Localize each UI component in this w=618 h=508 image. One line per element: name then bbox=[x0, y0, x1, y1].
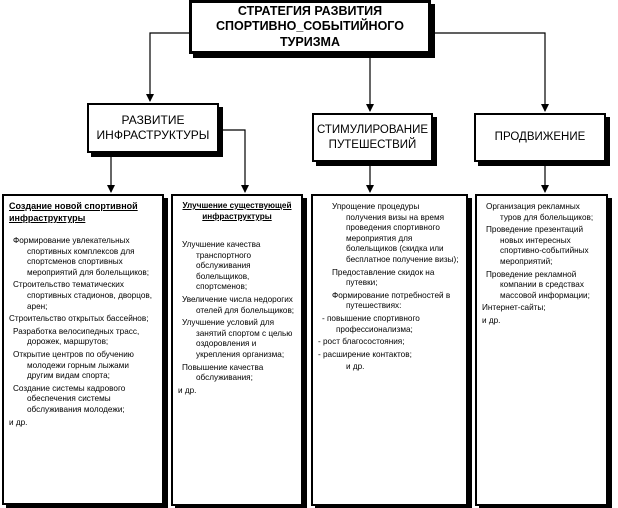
list-item: Организация рекламных туров для болельщи… bbox=[486, 202, 594, 222]
list-item: Открытие центров по обучению молодежи го… bbox=[13, 349, 134, 381]
arrow-top-to-prom bbox=[431, 32, 549, 112]
branch-promotion: ПРОДВИЖЕНИЕ bbox=[474, 113, 606, 162]
list-item: Создание системы кадрового обеспечения с… bbox=[13, 383, 126, 414]
list-item: - повышение спортивного профессионализма… bbox=[322, 313, 420, 334]
list-item: Формирование увлекательных спортивных ко… bbox=[13, 236, 150, 277]
branch-infrastructure: РАЗВИТИЕ ИНФРАСТРУКТУРЫ bbox=[87, 103, 219, 153]
list-item: Интернет-сайты; bbox=[482, 303, 546, 313]
list-item: - рост благосостояния; bbox=[318, 337, 405, 347]
branch-stimulation: СТИМУЛИРОВАНИЕ ПУТЕШЕСТВИЙ bbox=[312, 113, 433, 162]
list-item: Разработка велосипедных трасс, дорожек, … bbox=[13, 326, 140, 347]
stimulation-measures-box: Упрощение процедуры получения визы на вр… bbox=[311, 194, 468, 506]
list-item: Упрощение процедуры получения визы на вр… bbox=[332, 202, 459, 264]
list-item: Улучшение качества транспортного обслужи… bbox=[182, 240, 261, 292]
branch-infrastructure-line2: ИНФРАСТРУКТУРЫ bbox=[96, 128, 210, 142]
arrow-infra-to-improve bbox=[219, 129, 249, 193]
list-item: и др. bbox=[346, 362, 365, 372]
list-item: Повышение качества обслуживания; bbox=[182, 362, 264, 383]
list-item: Предоставление скидок на путевки; bbox=[332, 267, 435, 288]
new-infrastructure-title: Создание новой спортивной инфраструктуры bbox=[9, 201, 138, 223]
strategy-title-line2: СПОРТИВНО_СОБЫТИЙНОГО ТУРИЗМА bbox=[216, 19, 404, 49]
arrow-top-to-infra bbox=[146, 32, 189, 102]
list-item: Проведение презентаций новых интересных … bbox=[486, 225, 589, 266]
list-item: Строительство тематических спортивных ст… bbox=[13, 280, 153, 311]
list-item: Проведение рекламной компании в средства… bbox=[486, 269, 590, 300]
strategy-title-line1: СТРАТЕГИЯ РАЗВИТИЯ bbox=[237, 3, 383, 18]
branch-stimulation-line2: ПУТЕШЕСТВИЙ bbox=[328, 138, 417, 151]
list-item: Увеличение числа недорогих отелей для бо… bbox=[182, 294, 295, 315]
list-item: и др. bbox=[482, 315, 501, 325]
list-item: Строительство открытых бассейнов; bbox=[9, 314, 149, 324]
list-item: и др. bbox=[9, 417, 28, 427]
new-infrastructure-box: Создание новой спортивной инфраструктуры… bbox=[2, 194, 164, 505]
improve-infrastructure-title: Улучшение существующей инфраструктуры bbox=[182, 201, 292, 221]
strategy-title-box: СТРАТЕГИЯ РАЗВИТИЯ СПОРТИВНО_СОБЫТИЙНОГО… bbox=[189, 0, 431, 54]
list-item: и др. bbox=[178, 385, 197, 395]
branch-promotion-line1: ПРОДВИЖЕНИЕ bbox=[494, 131, 586, 144]
branch-infrastructure-line1: РАЗВИТИЕ bbox=[121, 113, 185, 127]
list-item: - расширение контактов; bbox=[318, 349, 412, 359]
list-item: Улучшение условий для занятий спортом с … bbox=[182, 318, 293, 359]
list-item: Формирование потребностей в путешествиях… bbox=[332, 290, 451, 311]
promotion-measures-box: Организация рекламных туров для болельщи… bbox=[475, 194, 608, 506]
improve-infrastructure-box: Улучшение существующей инфраструктуры Ул… bbox=[171, 194, 303, 506]
branch-stimulation-line1: СТИМУЛИРОВАНИЕ bbox=[316, 124, 429, 137]
